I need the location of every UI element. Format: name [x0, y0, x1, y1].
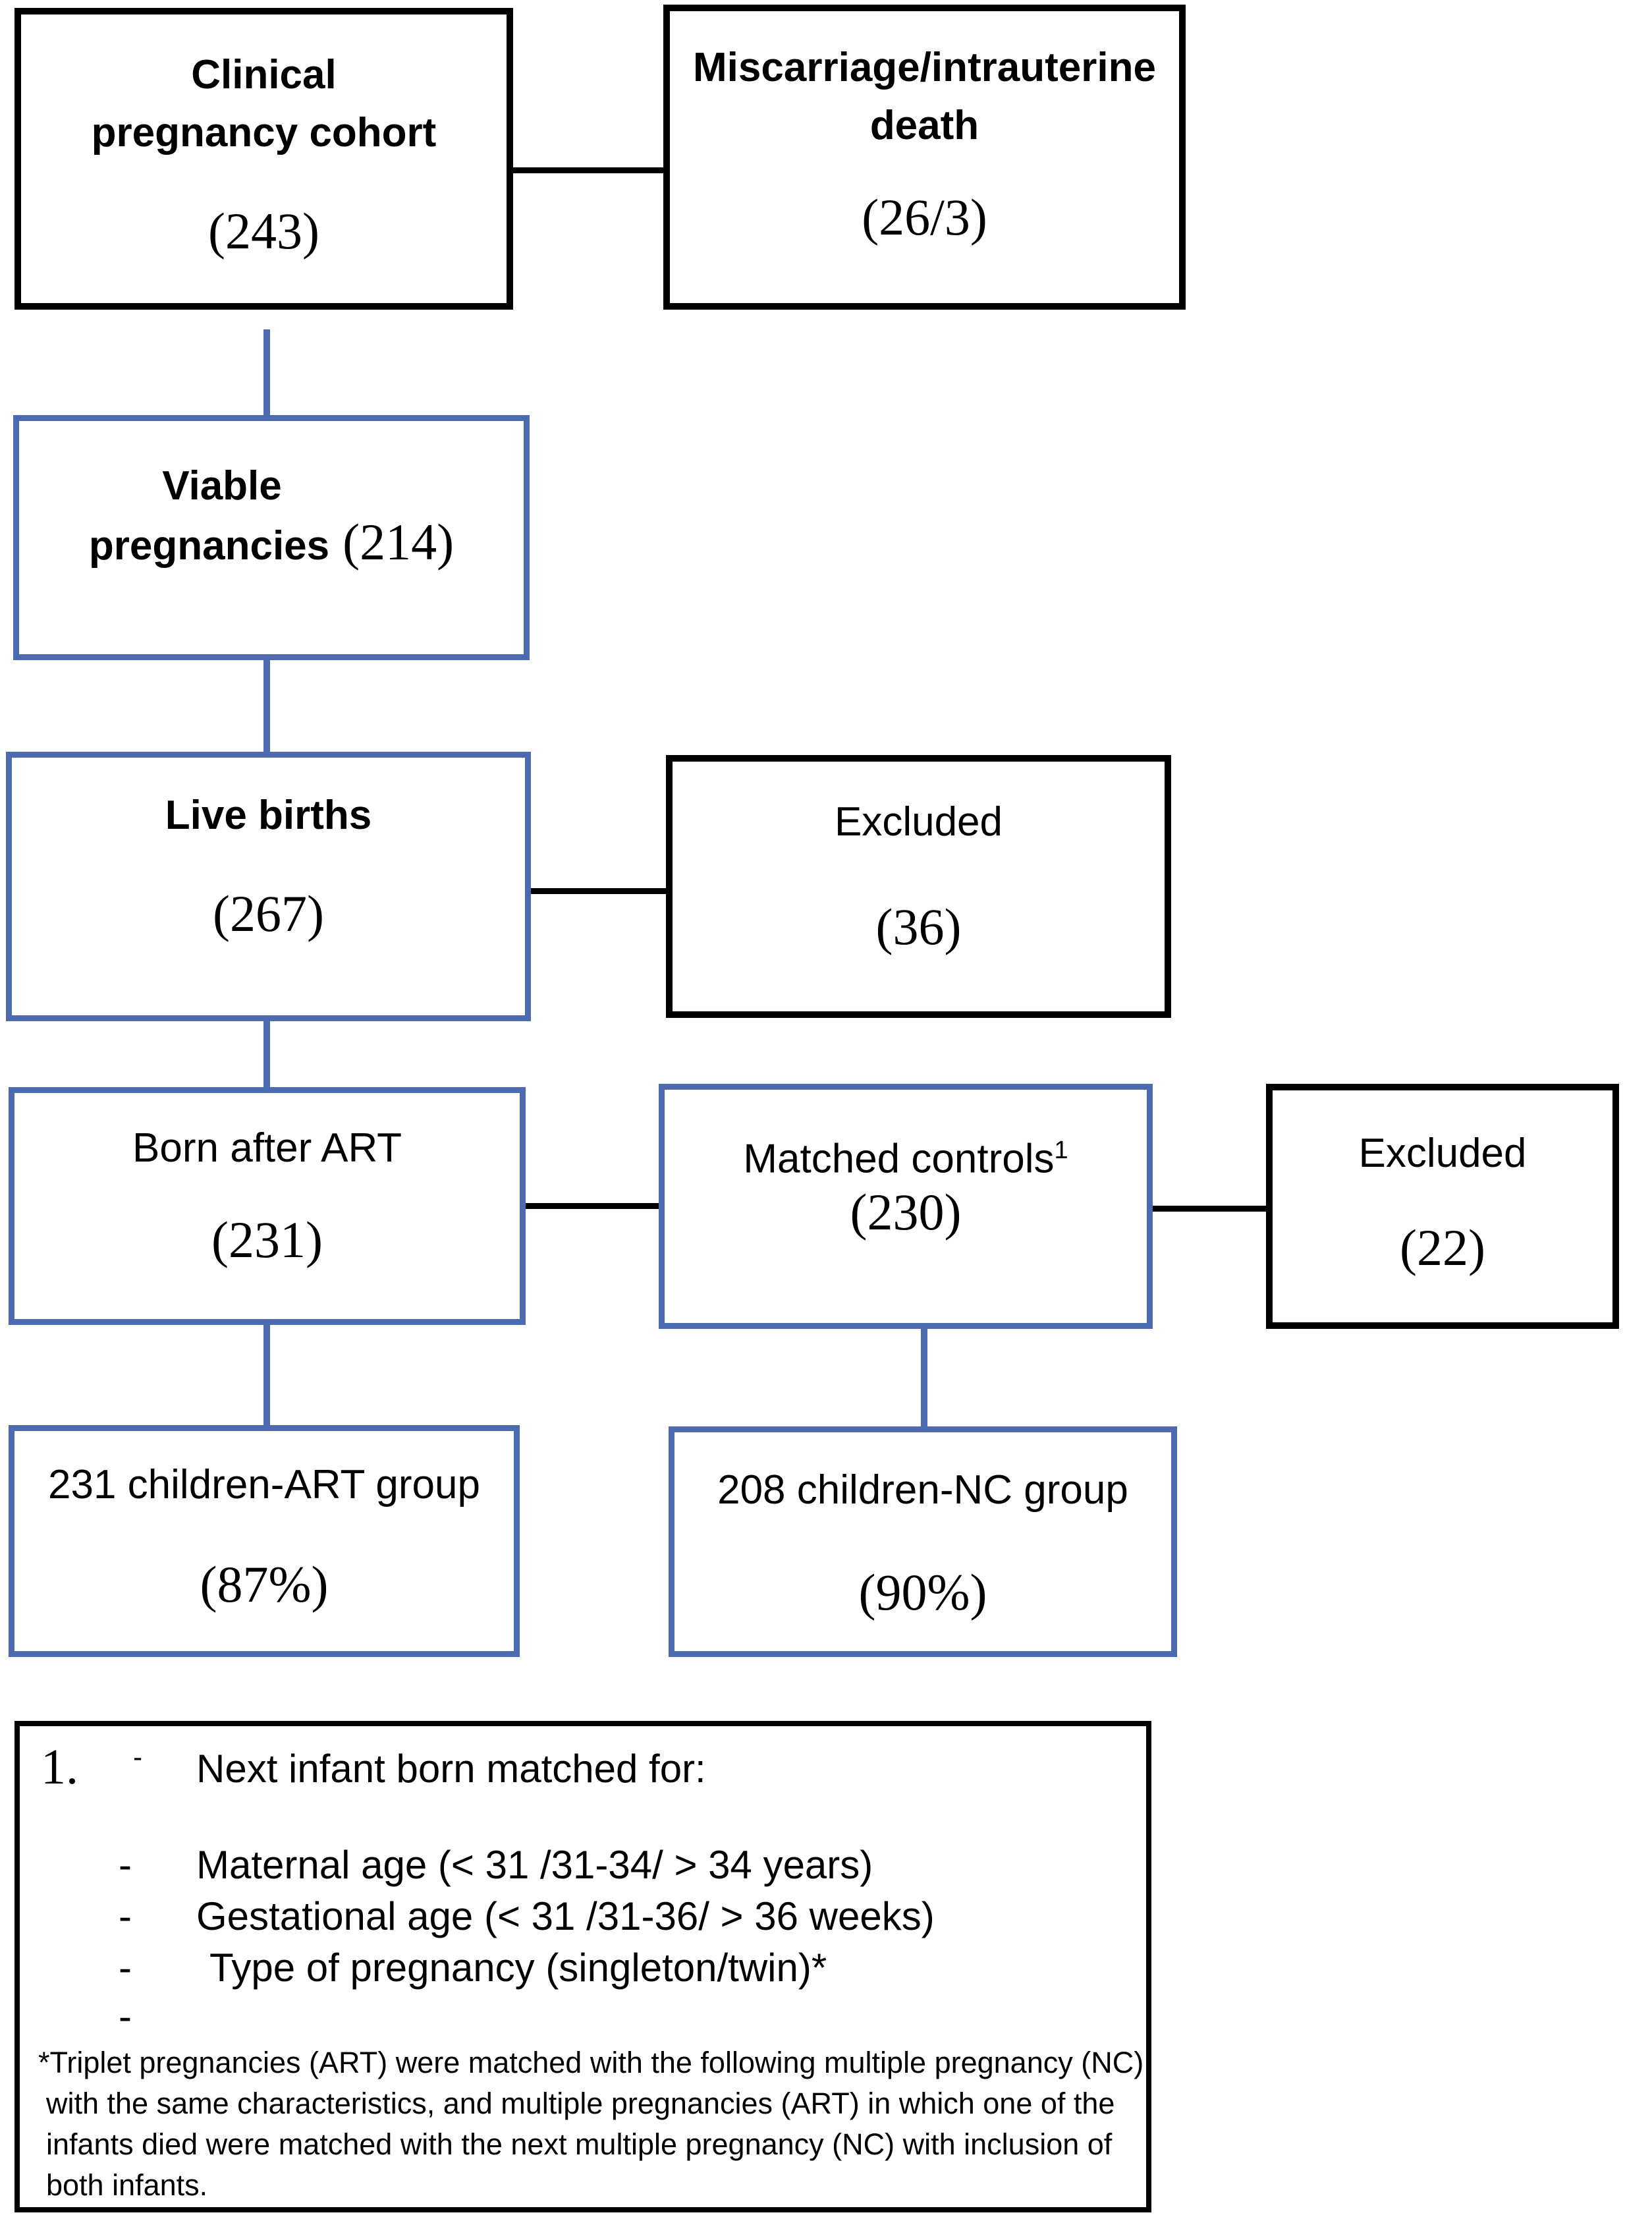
- note-line: infants died were matched with the next …: [46, 2127, 1113, 2161]
- footnote-tick-mark: -: [133, 1741, 142, 1772]
- box-count: (22): [1400, 1219, 1485, 1276]
- box-nc-group: 208 children-NC group (90%): [669, 1426, 1177, 1657]
- connector-bornart-to-artgroup: [263, 1325, 270, 1460]
- footnote-bullet-row: - Gestational age (< 31 /31-36/ > 36 wee…: [20, 1895, 1146, 1941]
- box-count: (90%): [858, 1563, 987, 1621]
- connector-matched-to-ncgroup: [921, 1329, 927, 1426]
- box-title: Miscarriage/intrauterine death: [670, 39, 1179, 155]
- box-count: (230): [850, 1183, 962, 1241]
- box-viable-pregnancies: Viable pregnancies (214): [13, 415, 530, 660]
- box-born-after-art: Born after ART (231): [9, 1087, 526, 1325]
- box-count: (26/3): [862, 188, 987, 246]
- box-title: Born after ART: [132, 1125, 402, 1171]
- box-count: (214): [343, 513, 454, 571]
- connector-viable-to-livebirths: [263, 660, 270, 752]
- box-title: Matched controls1: [665, 1121, 1147, 1189]
- connector-bornart-to-matched: [526, 1203, 659, 1209]
- footnote-marker: 1.: [41, 1739, 78, 1795]
- box-clinical-pregnancy-cohort: Clinical pregnancy cohort (243): [14, 8, 513, 310]
- box-title-word: pregnancies: [88, 523, 330, 569]
- box-title: Viable pregnancies (214): [19, 457, 524, 575]
- box-title-line2: pregnancies (214): [19, 515, 524, 575]
- box-title: Live births: [165, 793, 372, 838]
- bullet-text-gestational-age: Gestational age (< 31 /31-36/ > 36 weeks…: [196, 1894, 935, 1938]
- box-title-line1: Viable: [162, 463, 282, 509]
- connector-clinical-to-miscarriage: [513, 167, 663, 173]
- connector-matched-to-excluded: [1153, 1206, 1266, 1212]
- box-count: (267): [213, 885, 324, 942]
- connector-livebirths-to-excluded: [531, 888, 666, 894]
- box-title: Clinical pregnancy cohort: [21, 46, 507, 162]
- box-matched-controls: Matched controls1 (230): [659, 1084, 1153, 1329]
- bullet-dash: -: [119, 1894, 132, 1938]
- connector-clinical-to-viable: [263, 329, 270, 415]
- box-title: 231 children-ART group: [48, 1462, 480, 1507]
- footnote-box: 1. - Next infant born matched for: - Mat…: [14, 1721, 1151, 2212]
- bullet-text-maternal-age: Maternal age (< 31 /31-34/ > 34 years): [196, 1843, 873, 1887]
- box-count: (243): [208, 202, 319, 260]
- bullet-text-pregnancy-type: Type of pregnancy (singleton/twin)*: [209, 1946, 827, 1990]
- footnote-bullet-row-empty: -: [20, 1995, 1146, 2041]
- box-title-text: Matched controls: [743, 1136, 1055, 1182]
- box-miscarriage-intrauterine-death: Miscarriage/intrauterine death (26/3): [663, 5, 1186, 310]
- box-count: (231): [211, 1211, 323, 1268]
- bullet-dash: -: [119, 1946, 132, 1990]
- box-excluded-live-births: Excluded (36): [666, 755, 1171, 1018]
- bullet-dash: -: [119, 1994, 132, 2038]
- box-count: (36): [875, 898, 962, 955]
- footnote-bullet-row: - Maternal age (< 31 /31-34/ > 34 years): [20, 1843, 1146, 1890]
- note-line: with the same characteristics, and multi…: [46, 2087, 1115, 2120]
- footnote-asterisk-note: *Triplet pregnancies (ART) were matched …: [38, 2042, 1143, 2206]
- box-excluded-matched-controls: Excluded (22): [1266, 1084, 1619, 1329]
- box-title-line1: Clinical: [191, 52, 337, 98]
- note-line: *Triplet pregnancies (ART) were matched …: [38, 2046, 1144, 2079]
- footnote-bullet-row: - Type of pregnancy (singleton/twin)*: [20, 1946, 1146, 1992]
- footnote-superscript: 1: [1054, 1137, 1068, 1164]
- footnote-heading: Next infant born matched for:: [196, 1747, 706, 1791]
- box-title-line2: pregnancy cohort: [91, 110, 437, 155]
- box-title: 208 children-NC group: [717, 1467, 1128, 1513]
- bullet-dash: -: [119, 1843, 132, 1887]
- box-art-group: 231 children-ART group (87%): [9, 1425, 520, 1657]
- box-title-line2: death: [869, 103, 979, 148]
- box-live-births: Live births (267): [6, 752, 531, 1021]
- box-title: Excluded: [1358, 1131, 1527, 1176]
- note-line: both infants.: [46, 2168, 208, 2202]
- box-count: (87%): [200, 1556, 329, 1613]
- box-title: Excluded: [834, 799, 1003, 845]
- box-title-line1: Miscarriage/intrauterine: [693, 45, 1156, 90]
- connector-livebirths-to-bornart: [263, 1021, 270, 1120]
